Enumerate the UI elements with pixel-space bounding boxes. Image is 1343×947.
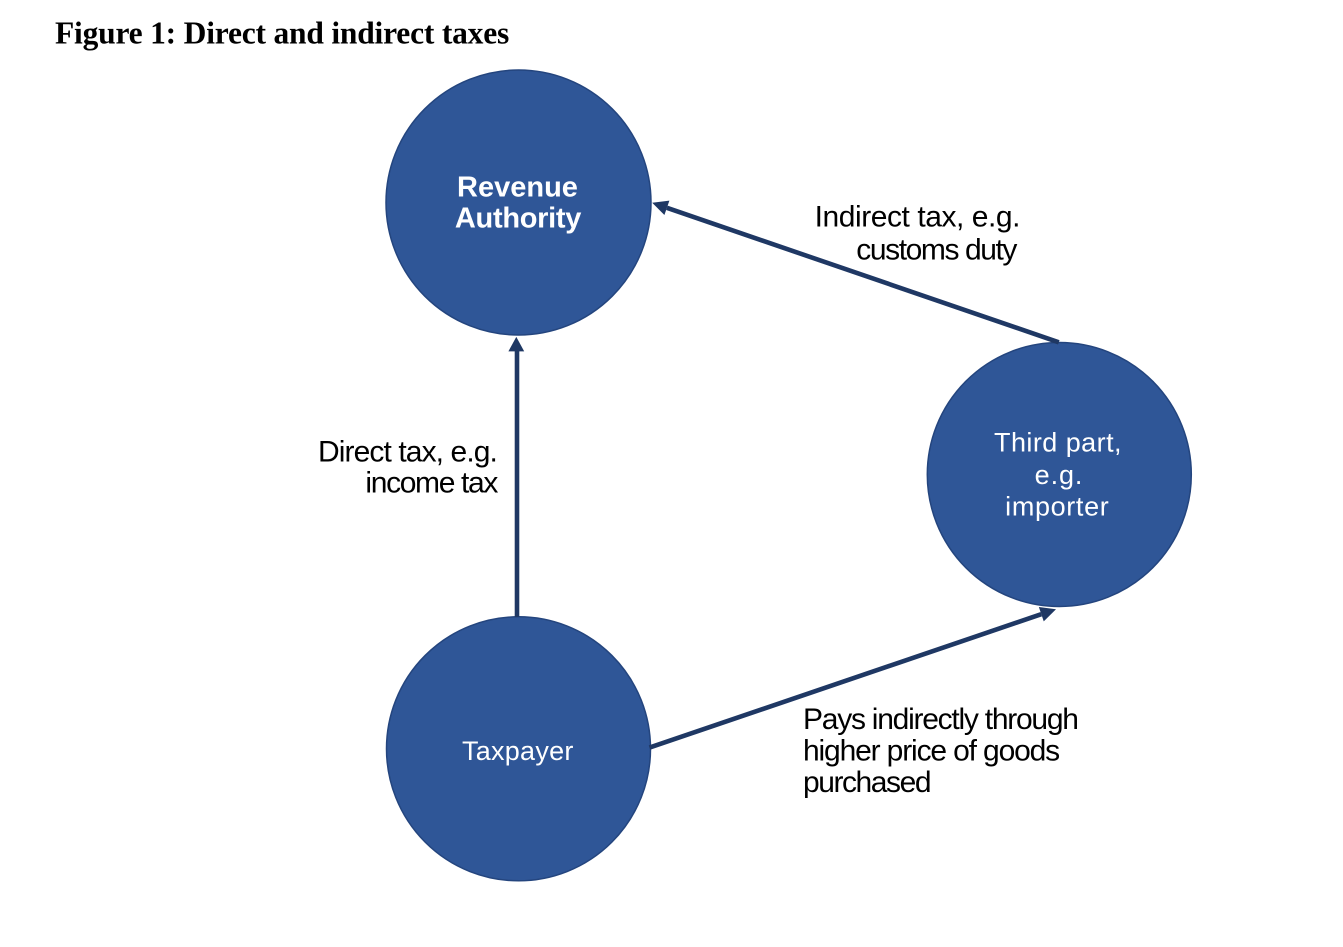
svg-text:Direct tax, e.g.: Direct tax, e.g. — [318, 436, 497, 469]
svg-text:Revenue: Revenue — [457, 172, 578, 204]
svg-text:customs duty: customs duty — [856, 234, 1017, 267]
svg-text:Figure 1: Direct and indirect: Figure 1: Direct and indirect taxes — [55, 16, 509, 51]
svg-text:importer: importer — [1005, 491, 1109, 521]
svg-text:purchased: purchased — [803, 766, 930, 799]
svg-text:Indirect tax, e.g.: Indirect tax, e.g. — [815, 201, 1020, 234]
svg-text:Authority: Authority — [455, 202, 581, 234]
svg-text:Third part,: Third part, — [994, 428, 1122, 458]
svg-text:e.g.: e.g. — [1035, 460, 1084, 490]
svg-text:income tax: income tax — [365, 467, 498, 500]
svg-text:Taxpayer: Taxpayer — [462, 736, 574, 766]
svg-text:higher price of goods: higher price of goods — [803, 735, 1059, 768]
svg-text:Pays indirectly through: Pays indirectly through — [803, 703, 1078, 736]
